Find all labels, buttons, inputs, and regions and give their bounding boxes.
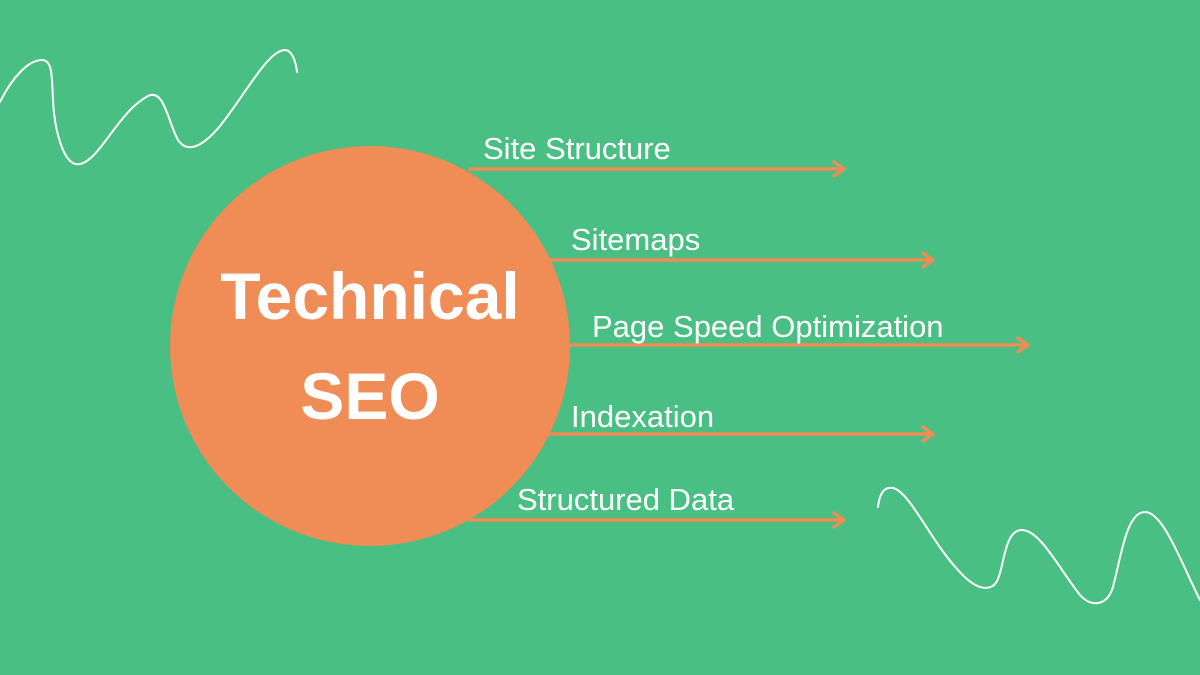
arrow-page-speed-optimization <box>566 336 1030 354</box>
center-title: Technical SEO <box>170 146 570 546</box>
arrow-site-structure <box>468 160 846 178</box>
branch-label-indexation: Indexation <box>571 399 715 434</box>
branch-label-page-speed-optimization: Page Speed Optimization <box>592 309 944 344</box>
arrow-indexation <box>546 425 935 443</box>
center-title-line2: SEO <box>300 359 440 433</box>
branch-label-sitemaps: Sitemaps <box>571 222 701 257</box>
arrow-sitemaps <box>546 251 935 269</box>
arrow-structured-data <box>468 511 846 529</box>
center-title-line1: Technical <box>220 259 520 333</box>
branch-label-site-structure: Site Structure <box>483 131 671 166</box>
squiggle-bottom-right <box>877 486 1200 605</box>
branch-label-structured-data: Structured Data <box>517 482 735 517</box>
squiggle-top-left <box>0 48 298 166</box>
center-circle <box>170 146 570 546</box>
